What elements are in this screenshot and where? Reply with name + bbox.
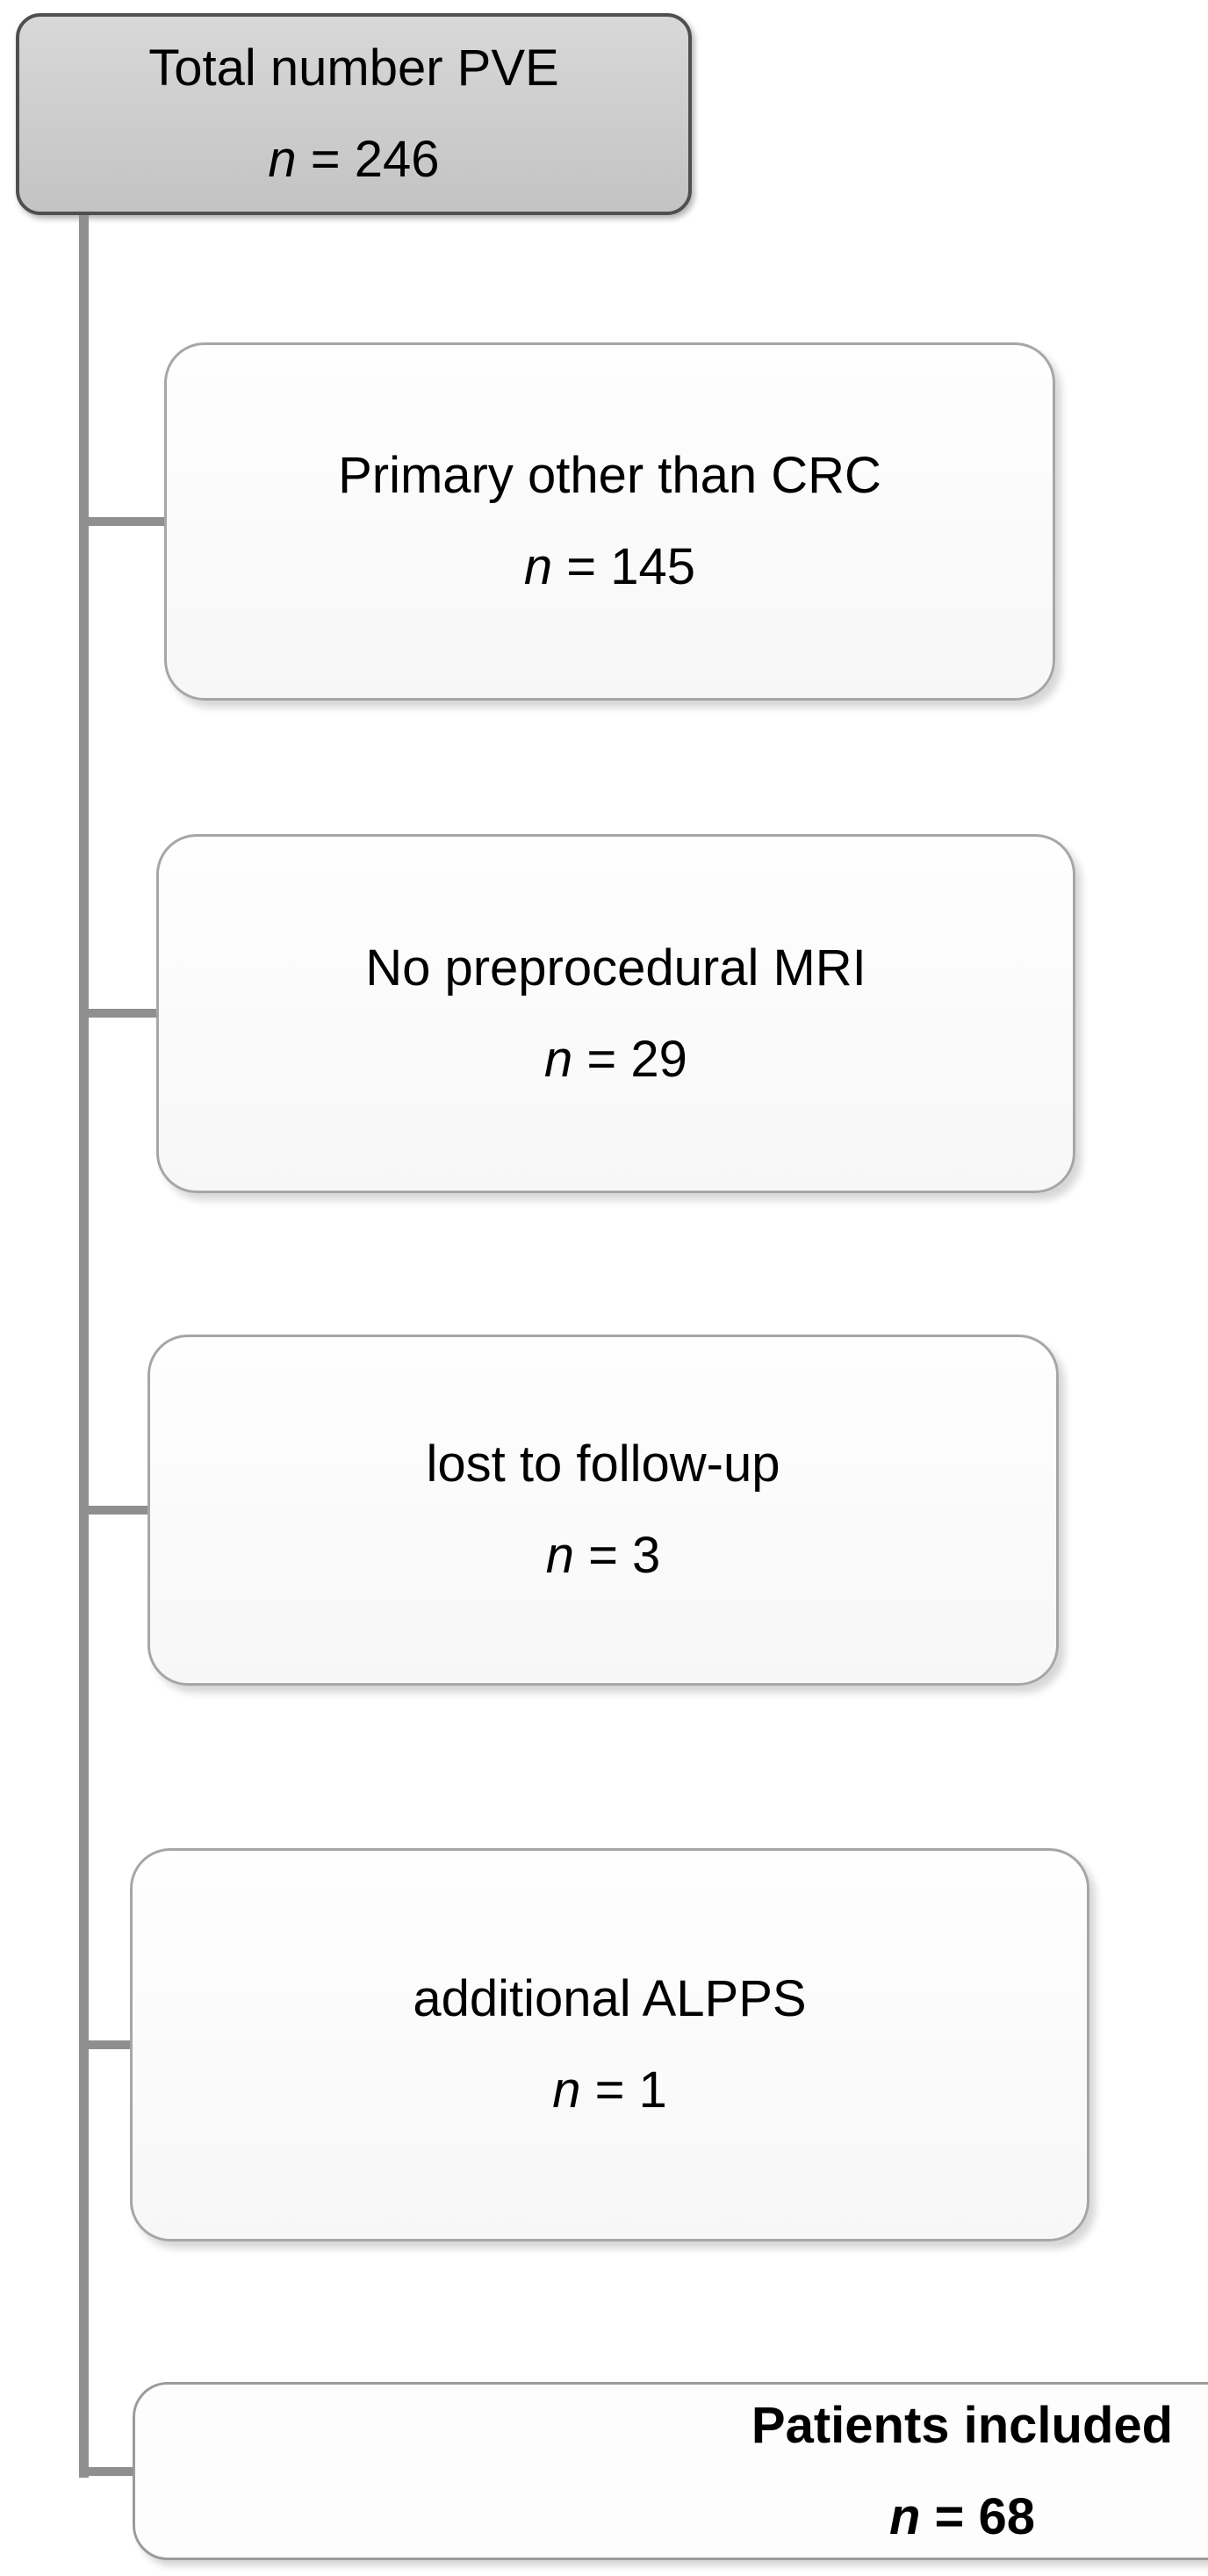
start-box-label: Total number PVE bbox=[148, 40, 559, 97]
exclusion-box-label: No preprocedural MRI bbox=[365, 939, 866, 997]
exclusion-box-count: n = 29 bbox=[544, 1030, 687, 1088]
exclusion-box-count: n = 3 bbox=[546, 1530, 661, 1581]
exclusion-box-primary-other-than-crc: Primary other than CRC n = 145 bbox=[164, 342, 1055, 701]
exclusion-box-no-preprocedural-mri: No preprocedural MRI n = 29 bbox=[156, 834, 1075, 1193]
result-box-n-value: = 68 bbox=[920, 2487, 1036, 2545]
result-box-label: Patients included bbox=[751, 2396, 1174, 2454]
start-box-count: n = 246 bbox=[268, 134, 439, 185]
exclusion-box-n-value: = 3 bbox=[573, 1527, 661, 1584]
trunk-line bbox=[79, 215, 89, 2478]
result-box-patients-included: Patients included n = 68 bbox=[133, 2382, 1208, 2560]
exclusion-box-lost-to-follow-up: lost to follow-up n = 3 bbox=[147, 1335, 1059, 1686]
connector-line-3 bbox=[79, 1506, 153, 1515]
exclusion-box-n-value: = 145 bbox=[552, 538, 696, 595]
start-box-n-value: = 246 bbox=[296, 131, 440, 188]
exclusion-box-count: n = 1 bbox=[552, 2065, 667, 2116]
exclusion-box-n-symbol: n bbox=[523, 538, 553, 595]
exclusion-box-n-symbol: n bbox=[552, 2062, 581, 2119]
exclusion-box-label: Primary other than CRC bbox=[338, 447, 881, 504]
exclusion-box-n-symbol: n bbox=[545, 1527, 574, 1584]
exclusion-box-label: additional ALPPS bbox=[413, 1970, 807, 2027]
exclusion-box-additional-alpps: additional ALPPS n = 1 bbox=[130, 1848, 1089, 2241]
start-box: Total number PVE n = 246 bbox=[16, 13, 692, 215]
exclusion-box-n-value: = 1 bbox=[580, 2062, 667, 2119]
result-box-n-symbol: n bbox=[888, 2487, 921, 2545]
exclusion-box-label: lost to follow-up bbox=[426, 1436, 780, 1493]
exclusion-box-n-value: = 29 bbox=[572, 1030, 687, 1088]
connector-line-5 bbox=[79, 2467, 138, 2476]
start-box-n-symbol: n bbox=[268, 131, 297, 188]
connector-line-1 bbox=[79, 517, 169, 526]
exclusion-box-count: n = 145 bbox=[524, 542, 695, 593]
exclusion-box-n-symbol: n bbox=[544, 1030, 573, 1088]
connector-line-4 bbox=[79, 2040, 135, 2049]
result-box-count: n = 68 bbox=[889, 2491, 1035, 2543]
connector-line-2 bbox=[79, 1009, 162, 1018]
